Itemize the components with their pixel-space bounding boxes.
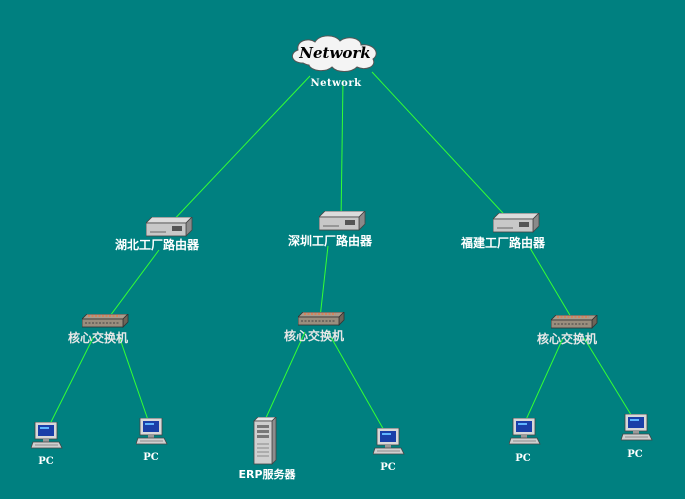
link-sw3-pc4	[524, 337, 564, 423]
switch-icon	[297, 311, 345, 326]
pc-1	[30, 421, 63, 454]
cloud-label: Network	[310, 78, 362, 89]
pc-label-4: PC	[515, 453, 531, 464]
network-cloud: Network	[285, 33, 385, 73]
router-shenzhen	[318, 210, 367, 235]
switch-label-shenzhen: 核心交换机	[283, 329, 345, 343]
link-sw2-erp	[264, 331, 306, 421]
computer-icon	[372, 427, 405, 455]
router-fujian	[492, 212, 541, 237]
router-label-shenzhen: 深圳工厂路由器	[287, 234, 373, 248]
pc-3	[372, 427, 405, 460]
link-cloud-shenzhen	[340, 79, 344, 223]
computer-icon	[508, 417, 541, 445]
pc-5	[620, 413, 653, 446]
router-icon	[318, 210, 366, 231]
computer-icon	[135, 417, 168, 445]
pc-4	[508, 417, 541, 450]
switch-hubei	[81, 313, 130, 332]
link-cloud-fujian	[371, 71, 515, 226]
link-sw3-pc5	[583, 337, 634, 419]
router-label-hubei: 湖北工厂路由器	[114, 238, 200, 252]
router-label-fujian: 福建工厂路由器	[460, 236, 546, 250]
server-tower-icon	[253, 416, 277, 465]
link-sw1-pc2	[118, 335, 149, 421]
switch-label-hubei: 核心交换机	[67, 331, 129, 345]
erp-server	[252, 416, 278, 469]
link-shenzhen-switch	[319, 245, 329, 319]
router-icon	[145, 216, 193, 237]
link-sw1-pc1	[48, 335, 95, 427]
pc-2	[135, 417, 168, 450]
switch-label-fujian: 核心交换机	[536, 332, 598, 346]
cloud-icon	[291, 35, 377, 72]
link-cloud-hubei	[166, 75, 311, 228]
switch-icon	[550, 314, 598, 329]
erp-server-label: ERP服务器	[238, 468, 296, 481]
pc-label-1: PC	[38, 456, 54, 467]
pc-label-2: PC	[143, 452, 159, 463]
pc-label-5: PC	[627, 449, 643, 460]
pc-label-3: PC	[380, 462, 396, 473]
router-hubei	[145, 216, 194, 241]
link-fujian-switch	[529, 247, 575, 323]
cloud-title: Network	[299, 44, 371, 62]
link-hubei-switch	[106, 249, 160, 321]
computer-icon	[620, 413, 653, 441]
computer-icon	[30, 421, 63, 449]
switch-fujian	[550, 314, 599, 333]
switch-shenzhen	[297, 311, 346, 330]
switch-icon	[81, 313, 129, 328]
router-icon	[492, 212, 540, 233]
link-sw2-pc3	[327, 331, 386, 433]
